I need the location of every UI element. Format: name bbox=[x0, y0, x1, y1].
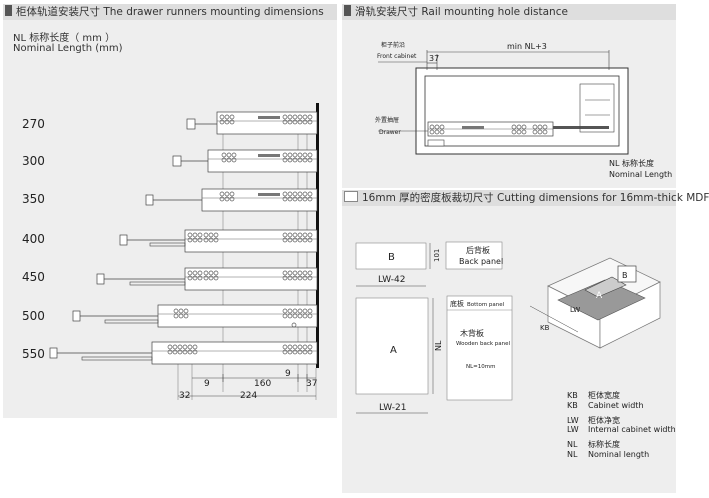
legend: KB 柜体宽度 KB Cabinet width LW 柜体净宽 LW Inte… bbox=[567, 390, 676, 459]
legend-kb-cn: 柜体宽度 bbox=[588, 390, 620, 400]
legend-lw-en: Internal cabinet width bbox=[588, 425, 676, 434]
legend-lw-cn: 柜体净宽 bbox=[588, 415, 620, 425]
legend-kb-code-2: KB bbox=[567, 401, 578, 410]
wooden-panel-cn: 木背板 bbox=[460, 328, 484, 338]
length-400: 400 bbox=[22, 232, 45, 246]
dim-9-left: 9 bbox=[204, 379, 210, 389]
runner-550 bbox=[49, 341, 318, 365]
runner-drawings bbox=[49, 103, 319, 400]
rail-hole-panel-header: 滑轨安装尺寸 Rail mounting hole distance bbox=[342, 4, 676, 20]
rail-hole-labels: 柜子前沿 Front cabinet 37 min NL+3 外置抽屉 Draw… bbox=[375, 41, 672, 179]
bottom-panel-en: Bottom panel bbox=[467, 302, 505, 308]
length-300: 300 bbox=[22, 154, 45, 168]
legend-lw-code-2: LW bbox=[567, 425, 579, 434]
technical-drawings: 270 300 350 400 450 500 550 9 160 9 37 3… bbox=[22, 41, 676, 459]
length-500: 500 bbox=[22, 309, 45, 323]
legend-kb-en: Cabinet width bbox=[588, 401, 644, 410]
nl-label-cn: NL 标称长度（ mm ） bbox=[13, 33, 116, 44]
nl-vertical-label: NL bbox=[434, 340, 443, 351]
front-cabinet-en: Front cabinet bbox=[377, 53, 417, 60]
cabinet-side-line bbox=[316, 103, 319, 368]
min-nl-label: min NL+3 bbox=[507, 42, 547, 51]
runners-panel-header: 柜体轨道安装尺寸 The drawer runners mounting dim… bbox=[3, 4, 337, 20]
front-cabinet-cn: 柜子前沿 bbox=[381, 41, 405, 49]
back-panel-en: Back panel bbox=[459, 257, 503, 266]
nl-label-en: Nominal Length (mm) bbox=[13, 43, 123, 54]
legend-lw-code: LW bbox=[567, 416, 579, 425]
runner-300 bbox=[172, 149, 318, 173]
rail-dim-37: 37 bbox=[429, 54, 439, 63]
runner-350 bbox=[145, 188, 318, 212]
dim-37: 37 bbox=[306, 379, 317, 389]
dim-101: 101 bbox=[433, 249, 441, 262]
wooden-panel-en: Wooden back panel bbox=[456, 341, 511, 347]
runner-450 bbox=[96, 267, 318, 291]
iso-lw-label: LW bbox=[570, 306, 580, 314]
length-450: 450 bbox=[22, 270, 45, 284]
runner-500 bbox=[72, 304, 318, 328]
bottom-panel-cn: 底板 bbox=[450, 299, 464, 308]
length-350: 350 bbox=[22, 192, 45, 206]
iso-a-label: A bbox=[596, 291, 603, 301]
iso-kb-label: KB bbox=[540, 324, 550, 332]
legend-nl-code-2: NL bbox=[567, 450, 578, 459]
length-270: 270 bbox=[22, 117, 45, 131]
panel-a-label: A bbox=[390, 345, 397, 356]
rail-hole-diagram bbox=[378, 50, 629, 155]
rail-nl-cn: NL 标称长度 bbox=[609, 158, 654, 168]
legend-nl-code: NL bbox=[567, 440, 578, 449]
dim-224: 224 bbox=[240, 391, 257, 401]
length-labels: 270 300 350 400 450 500 550 bbox=[22, 117, 45, 361]
cutting-labels: B 101 后背板 Back panel LW-42 A NL 底板 Botto… bbox=[378, 245, 628, 413]
header-marker-icon bbox=[5, 5, 12, 16]
legend-nl-cn: 标称长度 bbox=[588, 439, 620, 449]
lw-21-label: LW-21 bbox=[379, 403, 406, 413]
dim-160: 160 bbox=[254, 379, 271, 389]
panel-b-label: B bbox=[388, 252, 395, 263]
legend-nl-en: Nominal length bbox=[588, 450, 649, 459]
isometric-drawer-icon bbox=[529, 257, 661, 349]
iso-b-label: B bbox=[622, 271, 628, 280]
header-marker-icon bbox=[344, 5, 351, 16]
drawer-en: Drawer bbox=[379, 129, 401, 136]
dim-32: 32 bbox=[179, 391, 190, 401]
header-marker-icon bbox=[344, 191, 358, 202]
runner-400 bbox=[119, 229, 318, 253]
runner-270 bbox=[186, 111, 318, 135]
back-panel-cn: 后背板 bbox=[466, 245, 490, 255]
drawer-cn: 外置抽屉 bbox=[375, 116, 399, 124]
lw-42-label: LW-42 bbox=[378, 275, 405, 285]
nl-10-label: NL=10mm bbox=[466, 364, 496, 370]
cutting-diagram bbox=[355, 241, 661, 414]
rail-nl-en: Nominal Length bbox=[609, 170, 672, 179]
dim-9-right: 9 bbox=[285, 369, 291, 379]
dimension-labels: 9 160 9 37 32 224 bbox=[179, 369, 317, 401]
length-550: 550 bbox=[22, 347, 45, 361]
cutting-panel-header: 16mm 厚的密度板裁切尺寸 Cutting dimensions for 16… bbox=[342, 190, 709, 206]
legend-kb-code: KB bbox=[567, 391, 578, 400]
